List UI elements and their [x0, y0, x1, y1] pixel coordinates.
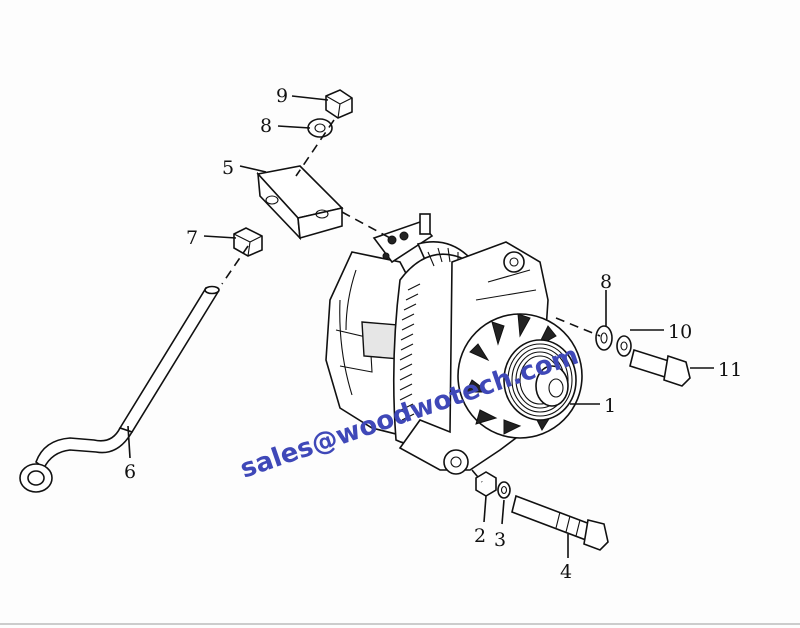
label-5: 5: [222, 157, 234, 179]
cooling-fins: [399, 247, 459, 421]
label-7: 7: [186, 227, 198, 249]
label-8-right: 8: [600, 271, 612, 293]
leader-lines: [127, 95, 714, 558]
callout-labels: 9 8 5 7 6 8 10 11 1 2 3 4: [124, 85, 742, 583]
label-4: 4: [560, 561, 572, 583]
bracket-block: [256, 165, 344, 241]
pulley: [503, 339, 577, 421]
washer-3: [497, 481, 511, 499]
bolt-4: [511, 494, 609, 551]
bolt-11: [629, 348, 691, 387]
nut-2: [475, 471, 497, 497]
washer-8-right: [595, 325, 613, 351]
washer-10: [616, 335, 632, 357]
washer-8-top: [307, 118, 333, 138]
label-2: 2: [474, 525, 486, 547]
label-1: 1: [604, 395, 616, 417]
adjusting-rod: [19, 285, 220, 493]
label-3: 3: [494, 529, 506, 551]
nut-9: [325, 89, 353, 119]
nut-7: [233, 227, 263, 257]
label-11: 11: [718, 359, 742, 381]
label-6: 6: [124, 461, 136, 483]
alternator: [325, 213, 583, 475]
label-9: 9: [276, 85, 288, 107]
assembly-lines: [221, 119, 601, 483]
label-10: 10: [668, 321, 692, 343]
label-8-top: 8: [260, 115, 272, 137]
